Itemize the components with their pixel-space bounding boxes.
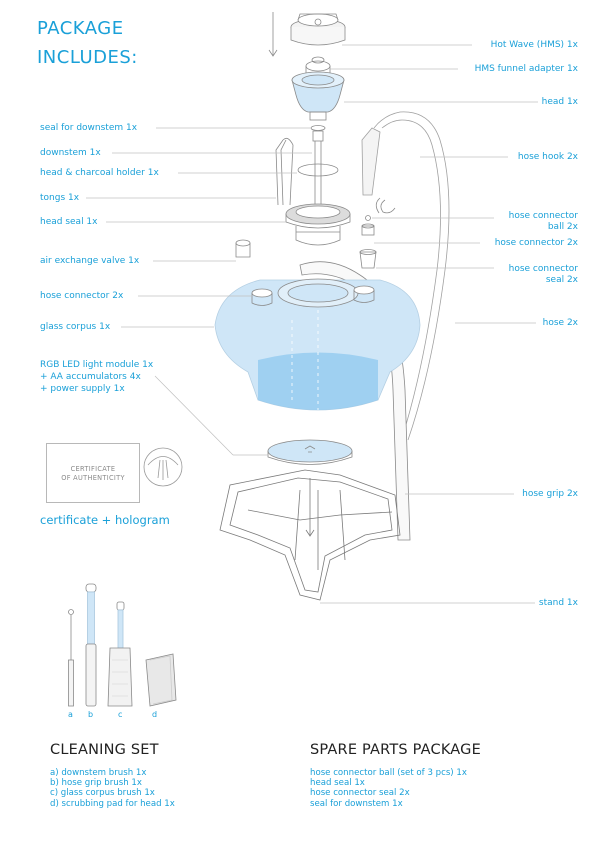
list-item: head seal 1x	[310, 778, 365, 789]
hologram-icon	[143, 447, 183, 487]
spare-parts-title: SPARE PARTS PACKAGE	[310, 742, 481, 758]
label-seal-downstem: seal for downstem 1x	[40, 123, 138, 133]
hose-grip-brush-icon	[85, 583, 97, 707]
hose-hook-part	[375, 197, 396, 214]
label-stand: stand 1x	[538, 598, 578, 608]
downstem-part	[297, 130, 339, 210]
scrubbing-pad-icon	[145, 653, 177, 707]
certificate-box: CERTIFICATE OF AUTHENTICITY	[46, 443, 140, 503]
label-hose-connector: hose connector 2x	[494, 238, 578, 248]
brush-letter-c: c	[118, 710, 123, 719]
tongs-part	[275, 137, 294, 206]
title-line-1: PACKAGE	[37, 18, 124, 39]
title-line-2: INCLUDES:	[37, 47, 138, 68]
hose-part	[361, 111, 450, 441]
label-hose-connector-ball-2: ball 2x	[547, 222, 578, 232]
cleaning-brushes	[68, 583, 177, 707]
list-item: seal for downstem 1x	[310, 798, 403, 809]
label-hose: hose 2x	[542, 318, 578, 328]
hose-connector-small-part	[361, 223, 375, 236]
brush-letter-a: a	[68, 710, 73, 719]
certificate-line-1: CERTIFICATE	[70, 465, 116, 473]
hot-wave-hms-part	[290, 13, 346, 46]
label-hot-wave: Hot Wave (HMS) 1x	[490, 40, 578, 50]
label-head-seal: head seal 1x	[40, 217, 98, 227]
label-hose-connector-seal-1: hose connector	[508, 264, 578, 274]
cleaning-set-list: a) downstem brush 1x b) hose grip brush …	[50, 768, 175, 809]
head-seal-part	[285, 203, 351, 246]
label-hose-connector-seal-2: seal 2x	[545, 275, 578, 285]
label-hose-connector-left: hose connector 2x	[40, 291, 124, 301]
list-item: c) glass corpus brush 1x	[50, 788, 155, 799]
leader-lines-right	[320, 44, 538, 604]
downstem-brush-icon	[68, 609, 74, 707]
label-head-charcoal: head & charcoal holder 1x	[40, 168, 159, 178]
list-item: d) scrubbing pad for head 1x	[50, 798, 175, 809]
list-item: a) downstem brush 1x	[50, 768, 147, 778]
package-includes-title: PACKAGE INCLUDES:	[37, 14, 138, 72]
cleaning-set-title: CLEANING SET	[50, 742, 159, 758]
led-module-part	[267, 439, 353, 465]
hose-connector-seal-part	[359, 249, 377, 269]
list-item: hose connector seal 2x	[310, 788, 410, 799]
spare-parts-list: hose connector ball (set of 3 pcs) 1x he…	[310, 768, 467, 809]
label-glass-corpus: glass corpus 1x	[40, 322, 111, 332]
label-rgb-2: + AA accumulators 4x	[40, 372, 141, 382]
brush-letter-b: b	[88, 710, 94, 719]
label-hms-funnel: HMS funnel adapter 1x	[474, 64, 578, 74]
certificate-caption: certificate + hologram	[40, 513, 170, 527]
glass-corpus-brush-icon	[107, 601, 133, 707]
list-item: hose connector ball (set of 3 pcs) 1x	[310, 768, 467, 778]
seal-downstem-part	[310, 125, 326, 131]
label-head: head 1x	[541, 97, 578, 107]
head-part	[291, 71, 345, 121]
arrow-down-top-icon	[268, 12, 278, 57]
label-hose-hook: hose hook 2x	[517, 152, 578, 162]
label-downstem: downstem 1x	[40, 148, 101, 158]
brush-letter-d: d	[152, 710, 158, 719]
label-hose-connector-ball-1: hose connector	[508, 211, 578, 221]
label-rgb-3: + power supply 1x	[40, 384, 125, 394]
label-hose-grip: hose grip 2x	[522, 489, 578, 499]
label-tongs: tongs 1x	[40, 193, 80, 203]
label-air-valve: air exchange valve 1x	[40, 256, 140, 266]
label-rgb-1: RGB LED light module 1x	[40, 360, 154, 370]
list-item: b) hose grip brush 1x	[50, 778, 142, 789]
leader-lines-left	[86, 127, 312, 456]
certificate-line-2: OF AUTHENTICITY	[61, 474, 125, 482]
stand-part	[219, 469, 401, 601]
hose-connector-ball-part	[365, 215, 371, 221]
air-valve-part	[235, 239, 251, 258]
glass-corpus-part	[214, 278, 421, 411]
